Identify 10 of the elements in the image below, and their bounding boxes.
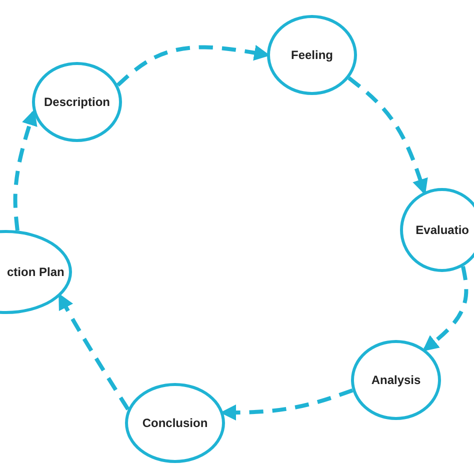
dashed-arrow [13, 109, 38, 231]
stage-label: Conclusion [142, 416, 208, 430]
dashed-arrow [58, 293, 130, 410]
stage-label: Feeling [291, 48, 333, 62]
stage-label: Evaluatio [416, 223, 469, 237]
stage-label: Analysis [371, 373, 421, 387]
dashed-arrow [422, 266, 468, 352]
stage-label: ction Plan [7, 265, 64, 279]
stage-label: Description [44, 95, 110, 109]
dashed-arrow [348, 76, 428, 195]
